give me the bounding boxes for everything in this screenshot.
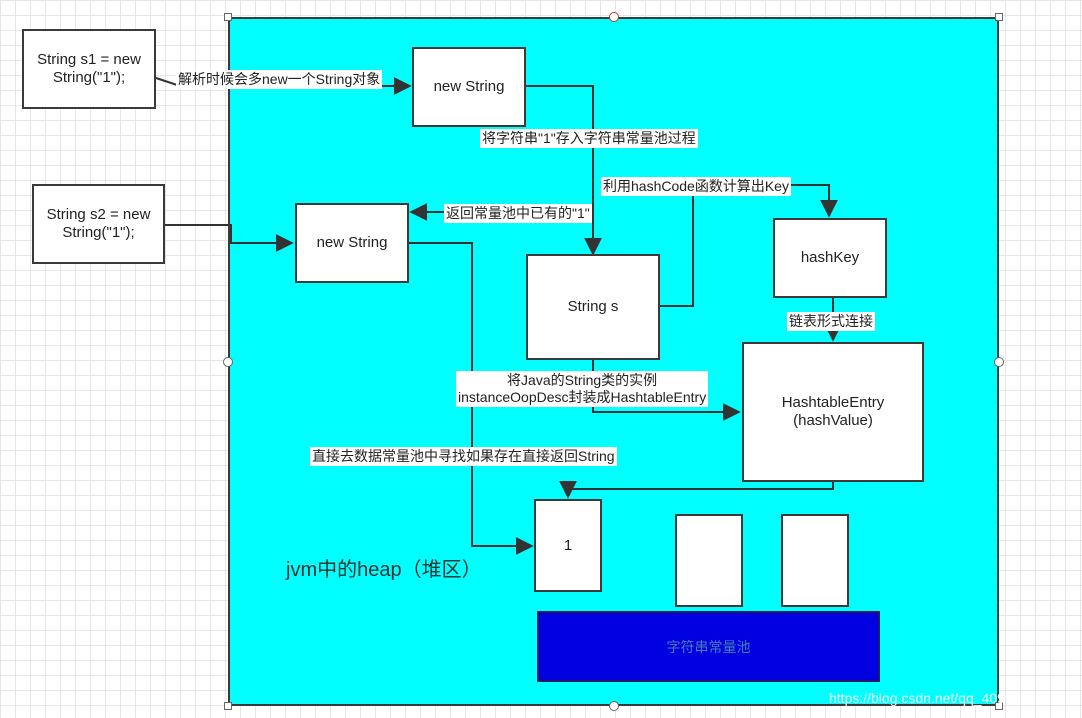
watermark: https://blog.csdn.net/qq_40994080 — [829, 690, 1044, 706]
value-1-label: 1 — [563, 536, 573, 554]
label-return-existing: 返回常量池中已有的"1" — [444, 204, 592, 223]
string-s-label: String s — [567, 298, 619, 315]
s2-code-text: String s2 = new String("1"); — [46, 206, 151, 241]
resize-handle-left[interactable] — [223, 357, 233, 367]
rotate-handle[interactable] — [609, 12, 619, 22]
label-store-process: 将字符串"1"存入字符串常量池过程 — [480, 129, 698, 148]
new-string-label-1: new String — [433, 78, 505, 95]
edge-entry-to-value — [559, 480, 834, 499]
hashkey-label: hashKey — [800, 249, 860, 266]
s2-code-box[interactable]: String s2 = new String("1"); — [32, 184, 165, 264]
label-linked-list: 链表形式连接 — [787, 312, 875, 331]
s1-code-box[interactable]: String s1 = new String("1"); — [22, 29, 156, 109]
new-string-label-2: new String — [316, 234, 388, 251]
string-constant-pool[interactable]: 字符串常量池 — [537, 611, 880, 682]
value-1-box[interactable]: 1 — [534, 499, 602, 592]
pool-label: 字符串常量池 — [666, 638, 751, 655]
pool-slot-box-2[interactable] — [781, 514, 849, 607]
hashtable-entry-label: HashtableEntry (hashValue) — [781, 394, 885, 429]
pool-slot-box-1[interactable] — [675, 514, 743, 607]
edge-new-string-to-string-s — [526, 85, 602, 256]
hashkey-box[interactable]: hashKey — [773, 218, 887, 298]
s1-code-text: String s1 = new String("1"); — [37, 51, 141, 86]
label-wrap-line2: instanceOopDesc封装成HashtableEntry — [458, 389, 707, 405]
resize-handle-right[interactable] — [994, 357, 1004, 367]
label-lookup-direct: 直接去数据常量池中寻找如果存在直接返回String — [310, 447, 617, 466]
edge-s2-to-new-string — [165, 224, 294, 252]
resize-handle-bottom[interactable] — [609, 701, 619, 711]
label-hashcode-key: 利用hashCode函数计算出Key — [601, 177, 791, 196]
label-wrap-instance: 将Java的String类的实例 instanceOopDesc封装成Hasht… — [456, 371, 709, 407]
heap-title: jvm中的heap（堆区） — [286, 559, 482, 581]
string-s-box[interactable]: String s — [526, 254, 660, 360]
resize-handle-bottom-right[interactable] — [995, 702, 1003, 710]
new-string-box-2[interactable]: new String — [295, 203, 409, 283]
label-wrap-line1: 将Java的String类的实例 — [507, 372, 658, 388]
new-string-box-1[interactable]: new String — [412, 47, 526, 127]
resize-handle-bottom-left[interactable] — [224, 702, 232, 710]
resize-handle-top-right[interactable] — [995, 13, 1003, 21]
hashtable-entry-box[interactable]: HashtableEntry (hashValue) — [742, 342, 924, 482]
resize-handle-top-left[interactable] — [224, 13, 232, 21]
label-parse-extra: 解析时候会多new一个String对象 — [176, 70, 383, 89]
